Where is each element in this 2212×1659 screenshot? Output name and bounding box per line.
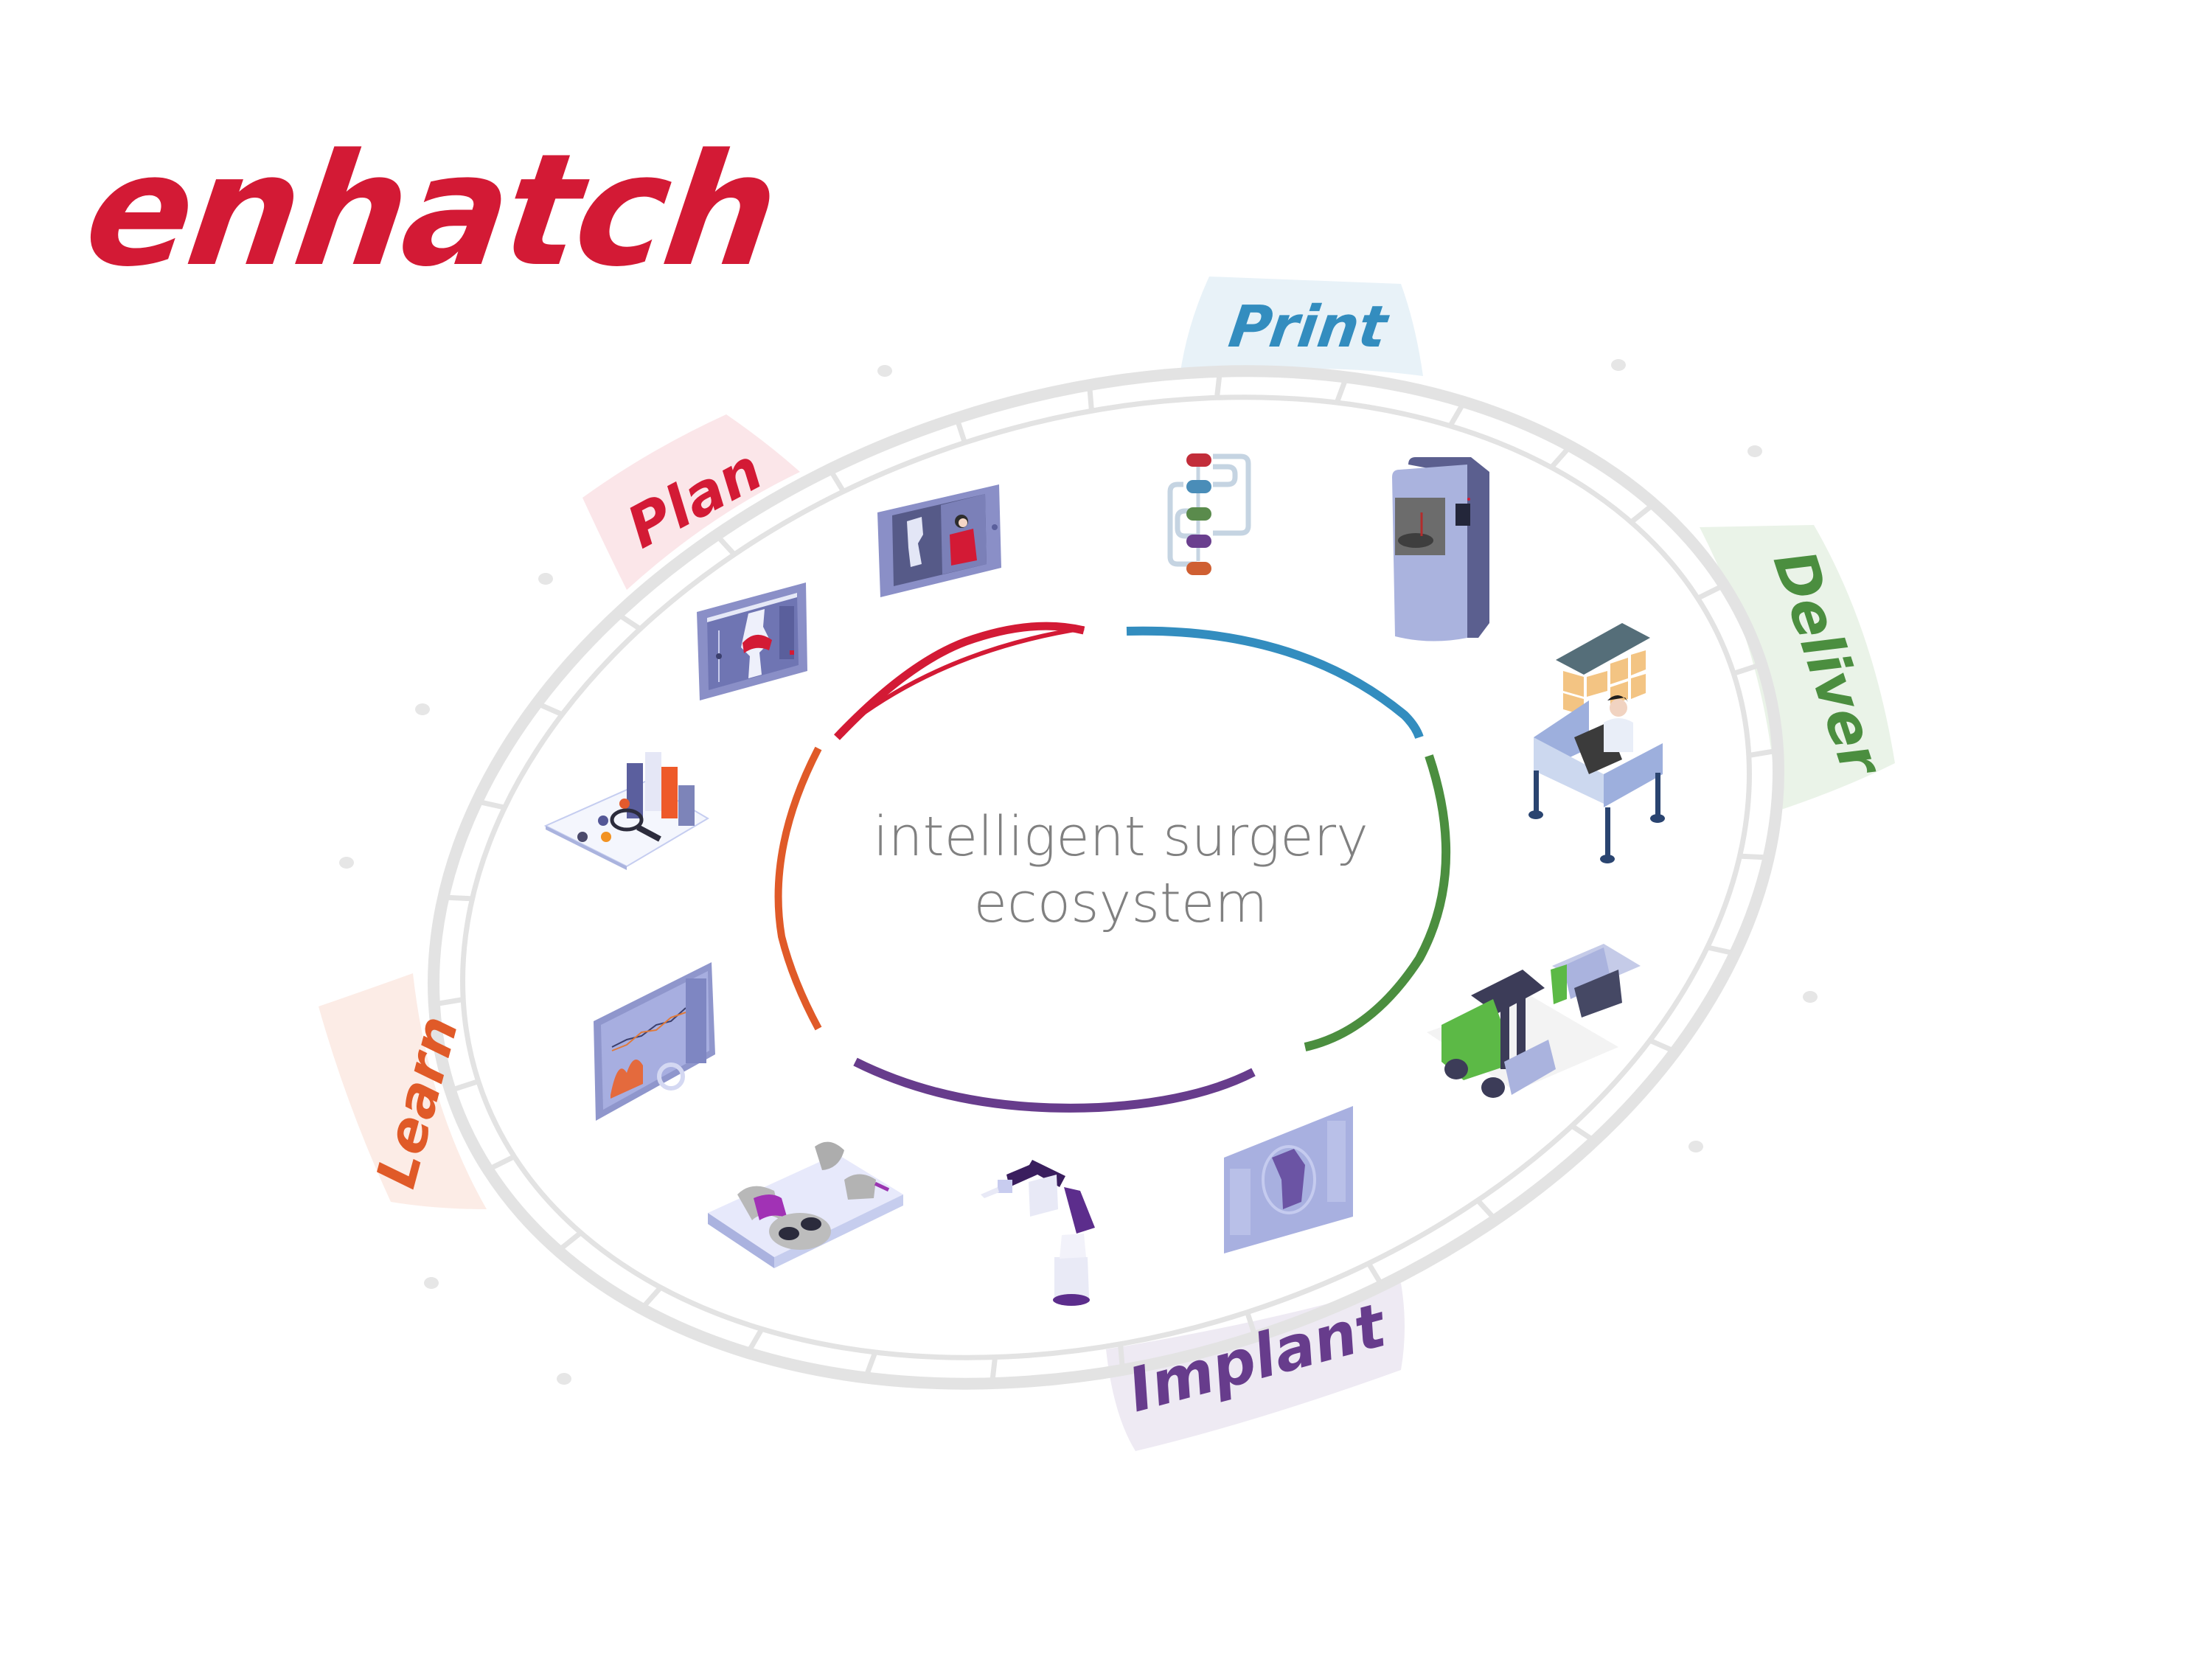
- center-title-line2: ecosystem: [973, 872, 1267, 935]
- warehouse-desk-icon: [1528, 623, 1665, 863]
- data-analysis-icon: [543, 752, 709, 870]
- outer-ring: [428, 365, 1784, 1390]
- telehealth-tablet-icon: [877, 484, 1001, 597]
- plan-tab: [582, 414, 800, 590]
- analytics-dashboard-icon: [594, 962, 715, 1121]
- arc-implant: [853, 1057, 1256, 1113]
- deliver-tab: [1700, 525, 1895, 811]
- inner-cycle-arcs: [774, 622, 1451, 1113]
- knee-hologram-screen-icon: [1224, 1106, 1353, 1253]
- arc-deliver: [1304, 754, 1451, 1051]
- knee-planning-screen-icon: [697, 582, 807, 700]
- robotic-arm-icon: [981, 1160, 1095, 1306]
- 3d-printer-icon: [1392, 457, 1489, 641]
- implant-tab: [1106, 1283, 1405, 1451]
- surgical-guides-icon: [708, 1141, 903, 1268]
- workflow-flowchart-icon: [1167, 453, 1251, 575]
- enhatch-logo: enhatch: [76, 120, 787, 301]
- stage-tabs: [319, 276, 1895, 1451]
- center-title-line1: intelligent surgery: [873, 805, 1368, 869]
- arc-print: [1126, 626, 1424, 740]
- forklift-icon: [1427, 944, 1641, 1098]
- print-tab: [1180, 276, 1423, 376]
- arc-plan: [834, 622, 1085, 740]
- learn-tab: [319, 973, 487, 1209]
- background-dots: [339, 359, 1818, 1385]
- ring-ticks: [433, 371, 1779, 1384]
- stage-label-print[interactable]: Print: [1225, 293, 1393, 361]
- arc-learn: [774, 746, 822, 1031]
